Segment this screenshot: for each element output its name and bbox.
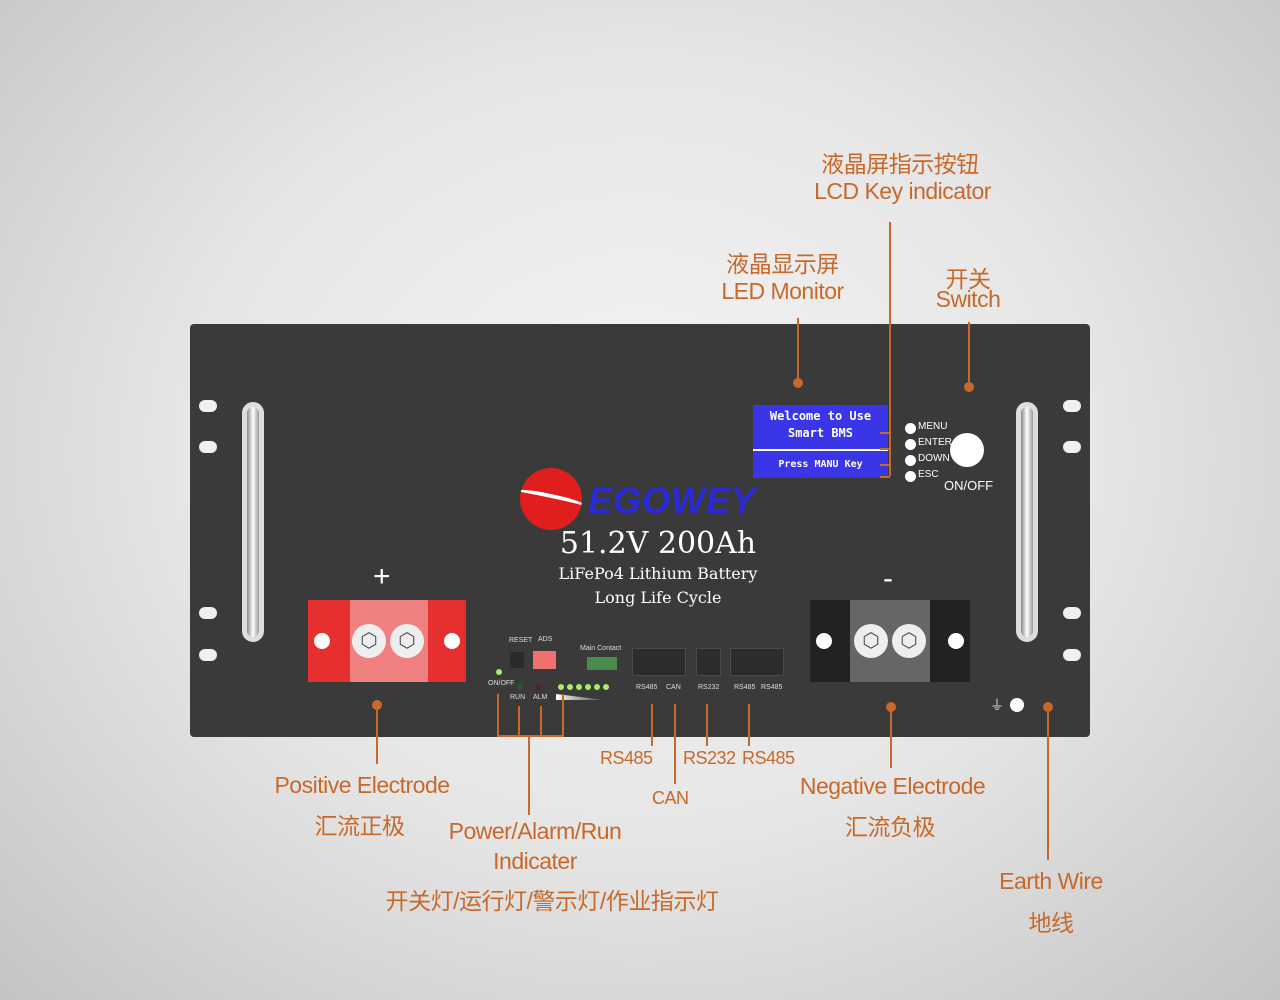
menu-key-label: MENU: [918, 421, 948, 432]
earth-label-en: Earth Wire: [999, 868, 1103, 894]
bolt-icon: ⬡: [390, 624, 424, 658]
reset-button[interactable]: [510, 652, 524, 668]
mount-hole: [199, 441, 217, 453]
ads-button[interactable]: [533, 651, 556, 669]
switch-label-en: Switch: [935, 286, 1001, 312]
terminal-stud: [948, 633, 964, 649]
right-handle[interactable]: [1016, 402, 1038, 642]
led-monitor-label-cn: 液晶显示屏: [726, 251, 839, 277]
earth-symbol-icon: ⏚: [990, 697, 1004, 713]
bolt-icon: ⬡: [854, 624, 888, 658]
lcd-line-2: Smart BMS: [787, 426, 854, 440]
lcd-screen: Welcome to Use Smart BMS Press MANU Key: [753, 405, 888, 478]
battery-spec: 51.2V 200Ah: [559, 526, 757, 561]
lcd-key-label-en: LCD Key indicator: [814, 178, 991, 204]
positive-label-en: Positive Electrode: [274, 772, 450, 798]
bolt-icon: ⬡: [892, 624, 926, 658]
esc-key-label: ESC: [918, 469, 939, 480]
positive-label-cn: 汇流正极: [314, 813, 406, 839]
positive-terminal[interactable]: ⬡ ⬡: [308, 600, 466, 682]
led-monitor-label-en: LED Monitor: [721, 278, 844, 304]
earth-terminal[interactable]: [1010, 698, 1024, 712]
battery-type: LiFePo4 Lithium Battery: [558, 564, 758, 583]
earth-label-cn: 地线: [1028, 910, 1075, 936]
mount-hole: [199, 649, 217, 661]
terminal-stud: [314, 633, 330, 649]
mount-hole: [1063, 441, 1081, 453]
terminal-stud: [444, 633, 460, 649]
mount-hole: [199, 607, 217, 619]
battery-feature: Long Life Cycle: [594, 588, 722, 607]
run-led-label: RUN: [510, 694, 526, 701]
negative-label-en: Negative Electrode: [799, 773, 986, 799]
switch-label-cn: 开关: [945, 266, 992, 292]
rs485-dual-port[interactable]: [730, 648, 784, 676]
alarm-led: [535, 684, 541, 690]
mount-hole: [1063, 607, 1081, 619]
port-label: RS232: [698, 684, 720, 691]
indicator-label-en-2: Indicater: [493, 848, 577, 874]
lcd-key-label-cn: 液晶屏指示按钮: [821, 151, 979, 177]
port-label: RS485: [761, 684, 783, 691]
battery-front-panel: Welcome to Use Smart BMS Press MANU Key …: [190, 324, 1090, 737]
brand-logo-icon: [520, 468, 582, 530]
negative-label-cn: 汇流负极: [845, 814, 936, 840]
indicator-label-cn: 开关灯/运行灯/警示灯/作业指示灯: [385, 888, 719, 914]
enter-key-label: ENTER: [918, 437, 952, 448]
rs485-label-2: RS485: [742, 748, 795, 768]
mount-hole: [1063, 400, 1081, 412]
rs232-port[interactable]: [696, 648, 721, 676]
down-key[interactable]: [905, 455, 916, 466]
main-contact-label: Main Contact: [580, 645, 622, 652]
bolt-icon: ⬡: [352, 624, 386, 658]
power-led: [496, 669, 502, 675]
mount-hole: [1063, 649, 1081, 661]
brand-name: EGOWEY: [588, 480, 757, 521]
lcd-line-1: Welcome to Use: [769, 409, 872, 423]
enter-key[interactable]: [905, 439, 916, 450]
switch-onoff-label: ON/OFF: [944, 478, 994, 493]
positive-sign: +: [373, 560, 391, 593]
lcd-line-3: Press MANU Key: [778, 459, 863, 470]
terminal-stud: [816, 633, 832, 649]
lcd-divider: [753, 449, 888, 451]
port-label: RS485: [734, 684, 756, 691]
rs485-can-port[interactable]: [632, 648, 686, 676]
port-label: CAN: [666, 684, 681, 691]
run-led: [517, 684, 523, 690]
left-handle[interactable]: [242, 402, 264, 642]
main-contact-connector[interactable]: [587, 657, 617, 670]
can-label: CAN: [652, 788, 689, 808]
rs485-label: RS485: [600, 748, 653, 768]
port-label: RS485: [636, 684, 658, 691]
esc-key[interactable]: [905, 471, 916, 482]
alm-led-label: ALM: [533, 694, 548, 701]
menu-key[interactable]: [905, 423, 916, 434]
onoff-led-label: ON/OFF: [488, 680, 515, 687]
negative-terminal[interactable]: ⬡ ⬡: [810, 600, 970, 682]
mount-hole: [199, 400, 217, 412]
indicator-label-en-1: Power/Alarm/Run: [448, 818, 622, 844]
power-switch-knob[interactable]: [950, 433, 984, 467]
negative-sign: -: [883, 562, 893, 595]
reset-label: RESET: [509, 637, 533, 644]
soc-indicator: [556, 694, 600, 700]
rs232-label: RS232: [683, 748, 736, 768]
ads-label: ADS: [538, 636, 553, 643]
down-key-label: DOWN: [918, 453, 950, 464]
